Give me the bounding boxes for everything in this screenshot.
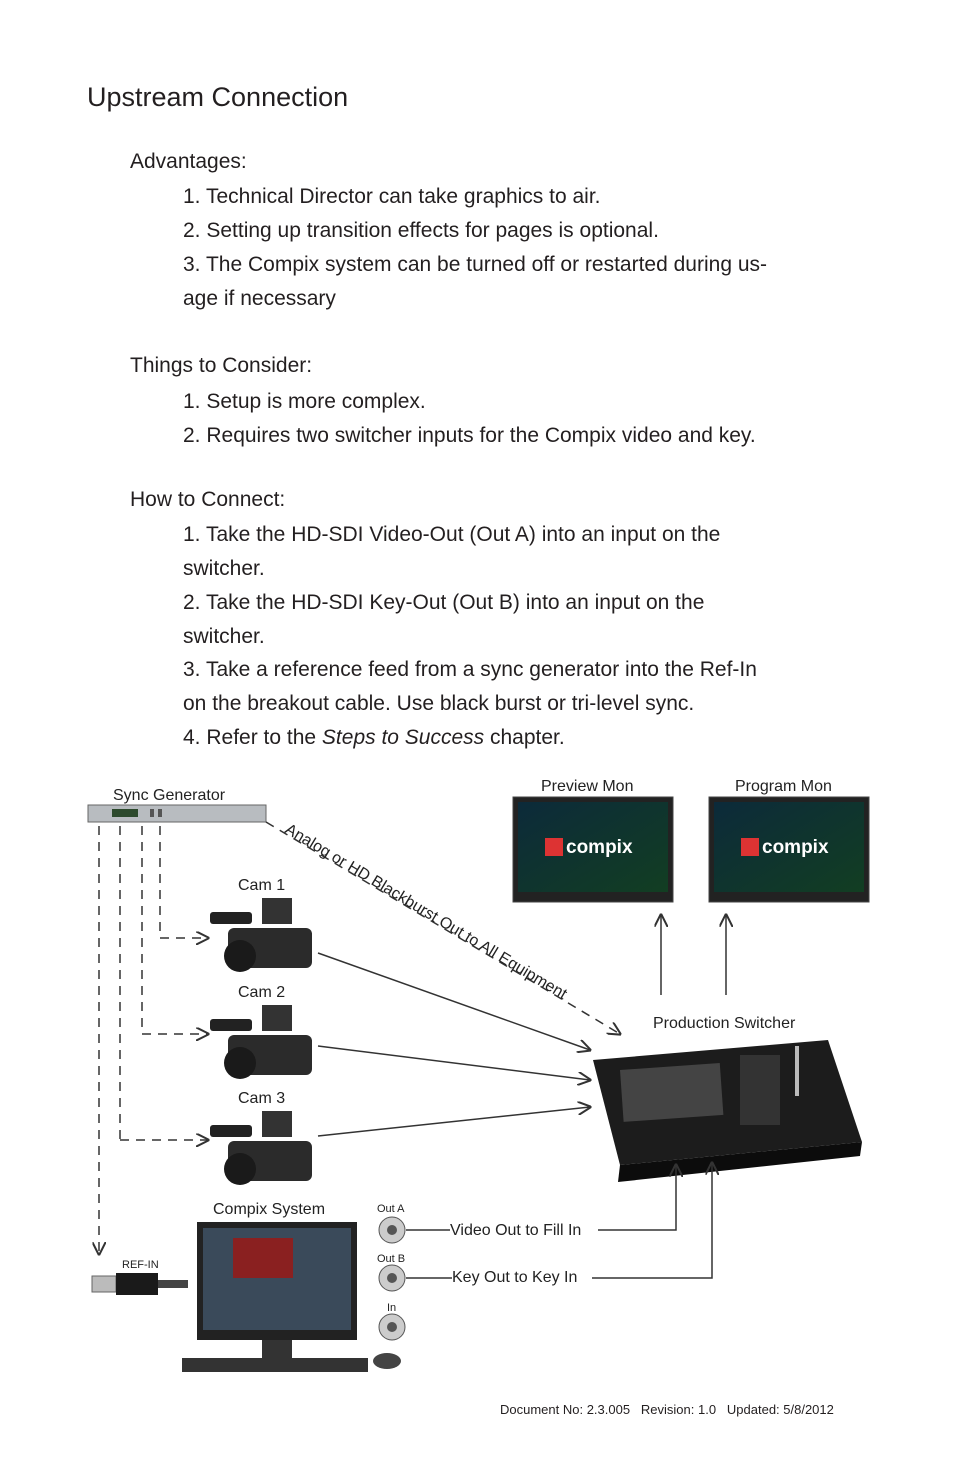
connect-item-4: 4. Refer to the Steps to Success chapter… (183, 726, 565, 749)
out-b-connector (378, 1264, 406, 1292)
connect-heading: How to Connect: (130, 488, 286, 511)
production-switcher (593, 1040, 862, 1182)
compix-system-computer (182, 1222, 401, 1372)
out-a-connector (378, 1216, 406, 1244)
connect-item-3-cont: on the breakout cable. Use black burst o… (183, 692, 695, 715)
connect-item-1: 1. Take the HD-SDI Video-Out (Out A) int… (183, 523, 721, 546)
consider-heading: Things to Consider: (130, 354, 313, 377)
cam2-label: Cam 2 (238, 984, 285, 1001)
video-out-label: Video Out to Fill In (450, 1222, 581, 1239)
camera-1 (210, 898, 312, 972)
preview-mon-label: Preview Mon (541, 778, 633, 795)
out-a-label: Out A (377, 1203, 405, 1215)
advantage-item-3-cont: age if necessary (183, 287, 336, 310)
cam3-label: Cam 3 (238, 1090, 285, 1107)
advantage-item-2: 2. Setting up transition effects for pag… (183, 219, 659, 242)
advantages-heading: Advantages: (130, 150, 247, 173)
in-connector (378, 1313, 406, 1341)
key-out-label: Key Out to Key In (452, 1269, 577, 1286)
document-footer: Document No: 2.3.005 Revision: 1.0 Updat… (500, 1402, 834, 1417)
connection-diagram: Sync Generator Analog or HD Blackburst O… (87, 778, 870, 1372)
program-mon-label: Program Mon (735, 778, 832, 795)
program-monitor-logo: compix (762, 837, 829, 858)
camera-2 (210, 1005, 312, 1079)
ref-in-connector (91, 1273, 188, 1295)
program-monitor: compix (708, 796, 870, 903)
connect-item-1-cont: switcher. (183, 557, 265, 580)
advantage-item-3: 3. The Compix system can be turned off o… (183, 253, 768, 276)
steps-to-success-ref: Steps to Success (321, 726, 485, 749)
connect-item-2: 2. Take the HD-SDI Key-Out (Out B) into … (183, 591, 705, 614)
preview-monitor: compix (512, 796, 674, 903)
preview-monitor-logo: compix (566, 837, 633, 858)
cam1-label: Cam 1 (238, 877, 285, 894)
in-label: In (387, 1302, 396, 1314)
ref-in-label: REF-IN (122, 1259, 159, 1271)
consider-item-2: 2. Requires two switcher inputs for the … (183, 424, 756, 447)
sync-generator-label: Sync Generator (113, 787, 226, 804)
sync-generator-device (87, 804, 267, 823)
connect-item-3: 3. Take a reference feed from a sync gen… (183, 658, 757, 681)
production-switcher-label: Production Switcher (653, 1015, 796, 1032)
consider-item-1: 1. Setup is more complex. (183, 390, 426, 413)
connect-item-2-cont: switcher. (183, 625, 265, 648)
compix-system-label: Compix System (213, 1201, 325, 1218)
camera-3 (210, 1111, 312, 1185)
page-title: Upstream Connection (87, 82, 349, 112)
advantage-item-1: 1. Technical Director can take graphics … (183, 185, 601, 208)
out-b-label: Out B (377, 1253, 405, 1265)
